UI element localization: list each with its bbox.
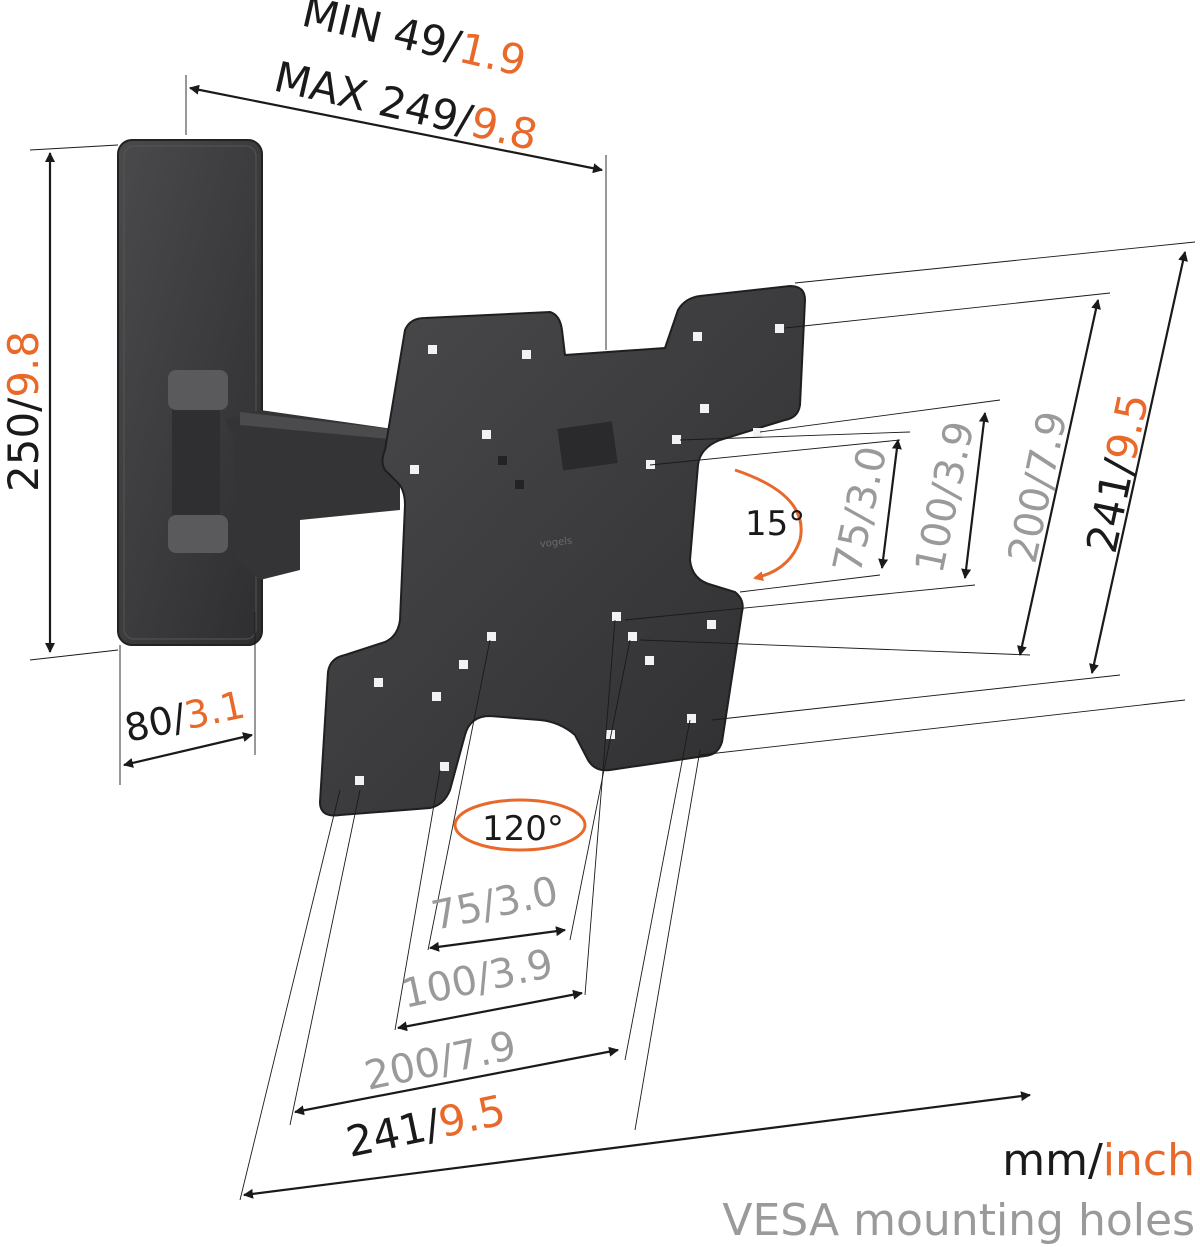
- vesa-plate: vogels: [318, 284, 807, 817]
- tilt-arc-icon: [734, 468, 803, 582]
- dimension-lines: [29, 75, 1196, 1201]
- vogels-logo: vogels: [539, 536, 573, 550]
- vesa-horizontal-75: 75/3.0: [428, 868, 563, 940]
- swivel-arc-icon: [453, 798, 587, 852]
- vesa-caption: VESA mounting holes: [722, 1195, 1195, 1246]
- swivel-arm: [168, 370, 400, 580]
- vesa-vertical-75: 75/3.0: [825, 442, 897, 577]
- tilt-label: 15°: [745, 504, 805, 544]
- vesa-vertical-100: 100/3.9: [907, 417, 984, 577]
- vesa-vertical-241: 241/9.5: [1077, 389, 1158, 557]
- vesa-vertical-200: 200/7.9: [1000, 407, 1077, 567]
- wallplate-height-label: 250/9.8: [0, 331, 48, 492]
- swivel-label: 120°: [482, 809, 564, 849]
- unit-legend: mm/inch: [1002, 1135, 1195, 1186]
- vesa-horizontal-100: 100/3.9: [398, 941, 558, 1018]
